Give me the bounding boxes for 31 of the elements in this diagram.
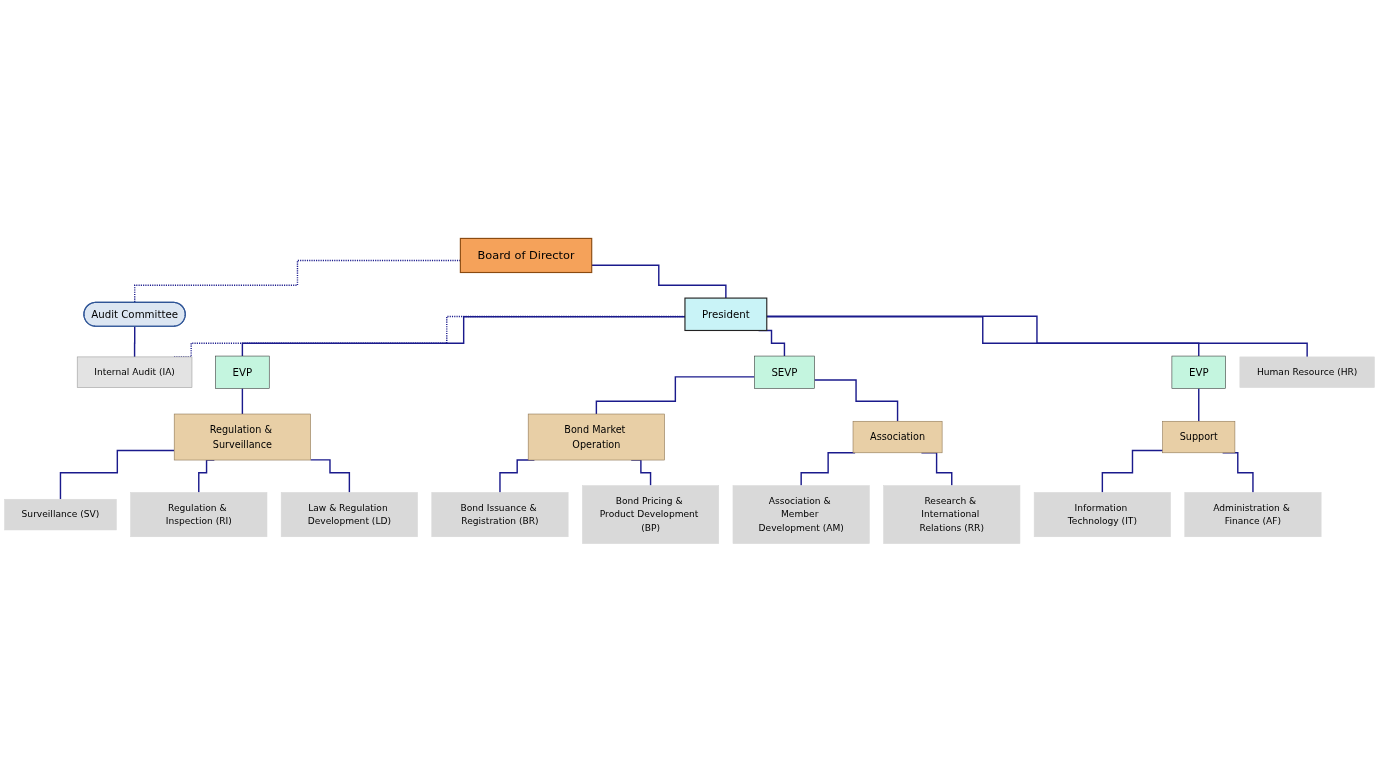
node-box: Bond Issuance & Registration (BR) <box>431 492 569 538</box>
connector <box>591 264 727 299</box>
connector <box>309 459 351 494</box>
node-box: Administration & Finance (AF) <box>1184 492 1322 538</box>
node-box: Bond Market Operation <box>527 413 665 461</box>
node-box: Support <box>1162 420 1236 454</box>
node-box: Research & International Relations (RR) <box>883 485 1021 544</box>
node-box: Board of Director <box>459 237 593 274</box>
node-box: Regulation & Inspection (RI) <box>130 492 268 538</box>
node-box: Human Resource (HR) <box>1239 356 1375 388</box>
connector <box>813 379 899 422</box>
connector <box>595 376 756 415</box>
node-box: Association <box>852 420 943 454</box>
node-box: Bond Pricing & Product Development (BP) <box>582 485 720 544</box>
node-box: EVP <box>1171 355 1226 389</box>
node-box: Surveillance (SV) <box>4 498 117 531</box>
connector <box>133 325 136 358</box>
node-box: SEVP <box>754 355 815 389</box>
node-box: Information Technology (IT) <box>1033 492 1171 538</box>
connector <box>59 449 175 500</box>
connector <box>1101 449 1164 494</box>
node-box: President <box>684 297 768 332</box>
node-box: Regulation & Surveillance <box>173 413 311 461</box>
connector <box>241 387 244 415</box>
connector <box>1198 387 1200 422</box>
node-box: Internal Audit (IA) <box>76 356 193 388</box>
connector <box>800 452 856 487</box>
node-box: Association & Member Development (AM) <box>732 485 870 544</box>
node-box: Law & Regulation Development (LD) <box>280 492 418 538</box>
connector <box>766 315 1308 358</box>
node-box: EVP <box>215 355 270 389</box>
